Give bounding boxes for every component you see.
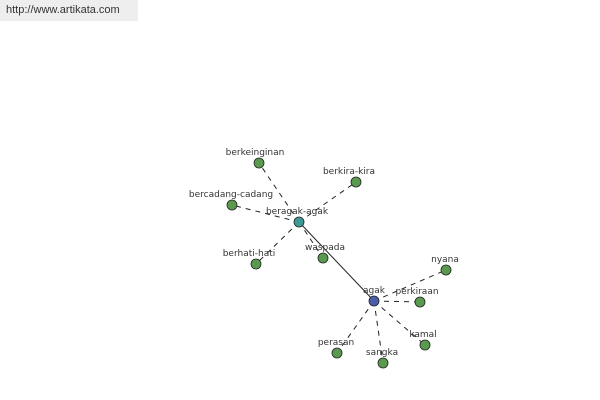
label-sangka[interactable]: sangka <box>366 348 398 358</box>
edge-agak-kamal <box>373 300 426 346</box>
node-berkira-kira[interactable] <box>350 176 362 188</box>
label-bercadang-cadang[interactable]: bercadang-cadang <box>189 190 273 200</box>
edge-beragak-agak-waspada <box>298 221 324 259</box>
edge-beragak-agak-berhati-hati <box>255 221 300 265</box>
label-kamal[interactable]: kamal <box>409 330 436 340</box>
source-url-banner: http://www.artikata.com <box>0 0 138 21</box>
edge-beragak-agak-bercadang-cadang <box>231 204 300 223</box>
edge-agak-perasan <box>336 300 375 354</box>
label-beragak-agak[interactable]: beragak-agak <box>266 207 329 217</box>
graph-nodes <box>226 157 452 369</box>
graph-labels: agak beragak-agak berkeinginan berkira-k… <box>189 148 459 358</box>
label-perkiraan[interactable]: perkiraan <box>395 287 438 297</box>
node-waspada[interactable] <box>317 252 329 264</box>
label-agak[interactable]: agak <box>363 286 386 296</box>
label-berkeinginan[interactable]: berkeinginan <box>226 148 285 158</box>
label-nyana[interactable]: nyana <box>431 255 459 265</box>
graph-edges <box>231 162 447 364</box>
node-kamal[interactable] <box>419 339 431 351</box>
node-nyana[interactable] <box>440 264 452 276</box>
node-sangka[interactable] <box>377 357 389 369</box>
edge-agak-beragak-agak <box>298 221 375 302</box>
edge-beragak-agak-berkira-kira <box>298 181 357 223</box>
node-bercadang-cadang[interactable] <box>226 199 238 211</box>
node-agak[interactable] <box>368 295 380 307</box>
node-beragak-agak[interactable] <box>293 216 305 228</box>
label-perasan[interactable]: perasan <box>318 338 354 348</box>
node-perkiraan[interactable] <box>414 296 426 308</box>
label-waspada[interactable]: waspada <box>305 243 345 253</box>
label-berhati-hati[interactable]: berhati-hati <box>223 249 276 259</box>
node-berkeinginan[interactable] <box>253 157 265 169</box>
node-berhati-hati[interactable] <box>250 258 262 270</box>
edge-agak-nyana <box>373 269 447 302</box>
edge-beragak-agak-berkeinginan <box>258 162 300 223</box>
edge-agak-perkiraan <box>373 300 421 303</box>
node-perasan[interactable] <box>331 347 343 359</box>
source-url-text: http://www.artikata.com <box>6 4 120 16</box>
edge-agak-sangka <box>373 300 384 364</box>
label-berkira-kira[interactable]: berkira-kira <box>323 167 375 177</box>
